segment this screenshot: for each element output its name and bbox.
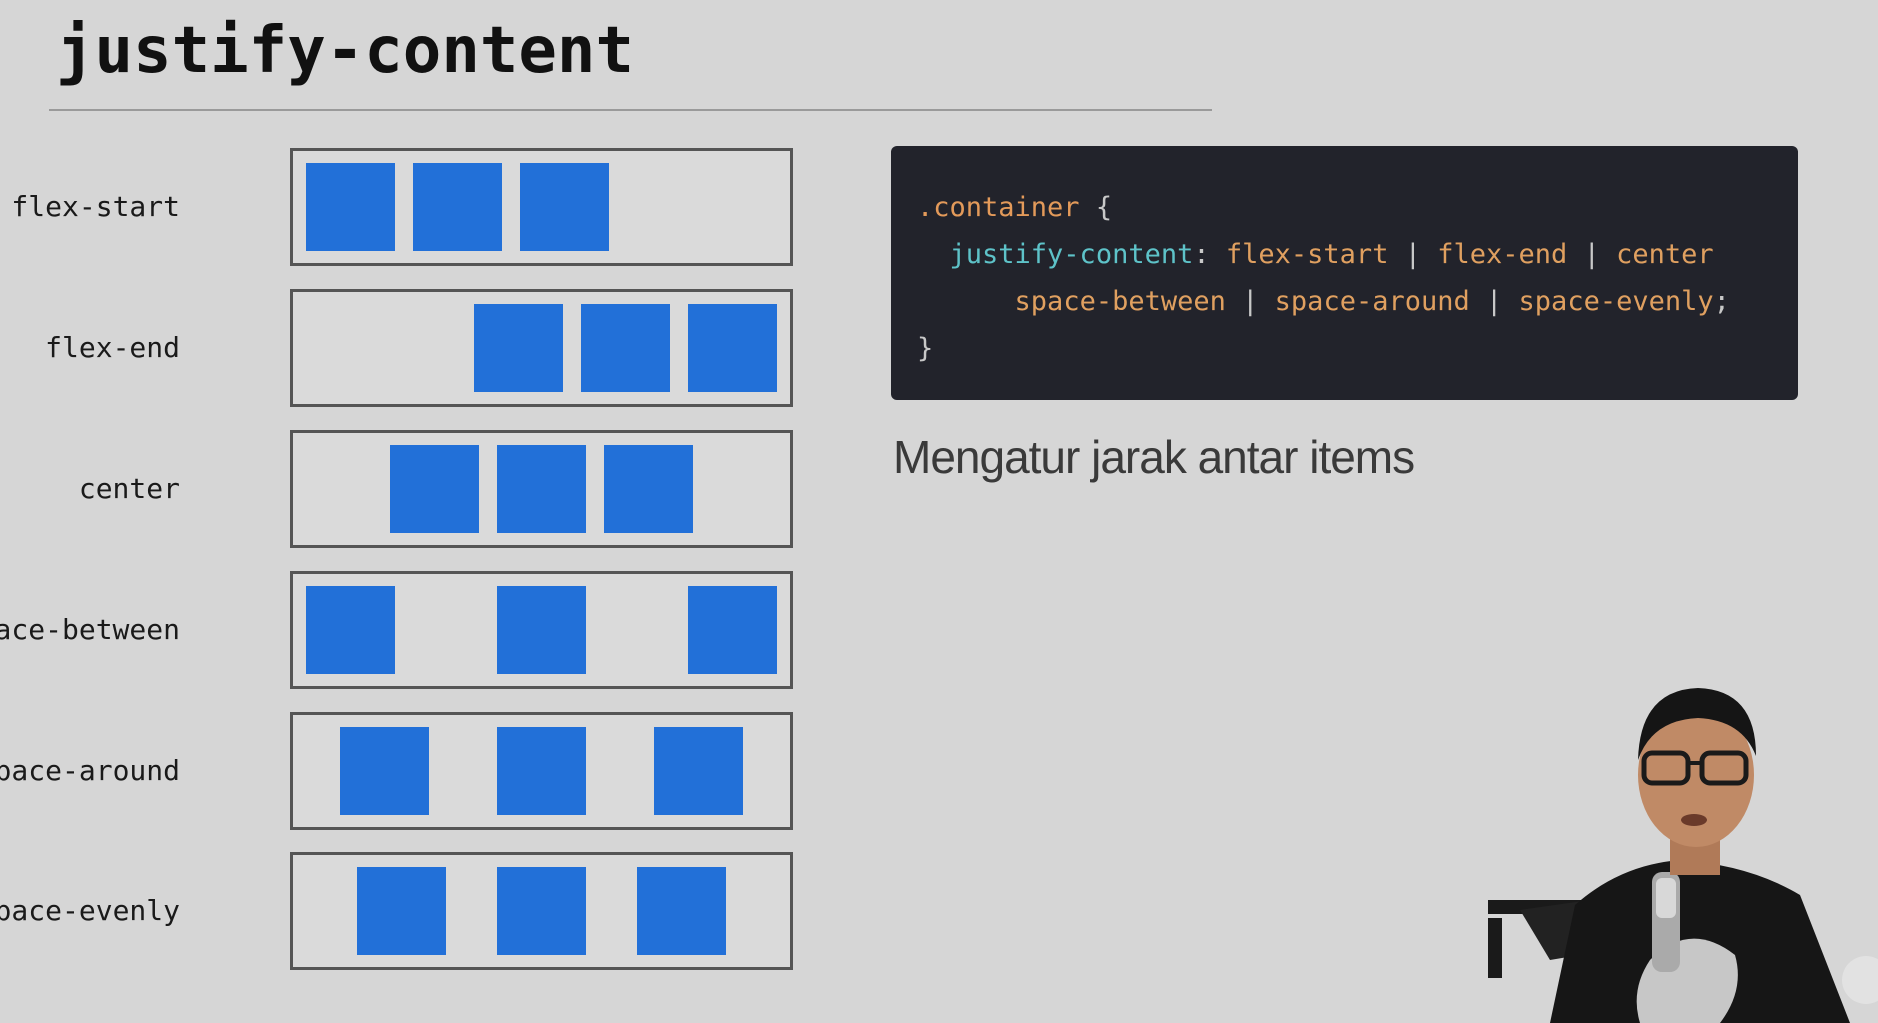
flex-item xyxy=(604,445,693,533)
channel-logo-icon xyxy=(1842,956,1878,1004)
flex-item xyxy=(581,304,670,392)
flex-item xyxy=(654,727,743,815)
row-label: space-around xyxy=(0,754,180,787)
flex-item xyxy=(688,304,777,392)
row-label: flex-start xyxy=(11,190,180,223)
code-colon: : xyxy=(1193,239,1210,270)
glasses-right xyxy=(1699,750,1749,786)
demo-row-flex-end: flex-end xyxy=(0,289,800,407)
flex-item xyxy=(497,727,586,815)
code-separator: | xyxy=(1583,239,1600,270)
code-close-brace: } xyxy=(917,333,934,364)
code-separator: | xyxy=(1242,286,1259,317)
code-semicolon: ; xyxy=(1713,286,1730,317)
code-value: space-around xyxy=(1274,286,1470,317)
flex-container-demo xyxy=(290,571,793,689)
flex-item xyxy=(497,867,586,955)
flex-item xyxy=(497,586,586,674)
code-value: space-between xyxy=(1014,286,1226,317)
presenter-video xyxy=(1488,688,1878,1023)
flex-item xyxy=(474,304,563,392)
flex-container-demo xyxy=(290,852,793,970)
flex-item xyxy=(306,163,395,251)
code-snippet: .container { justify-content: flex-start… xyxy=(891,146,1798,400)
flex-item xyxy=(520,163,609,251)
microphone-grill xyxy=(1656,878,1676,918)
code-value: center xyxy=(1616,239,1714,270)
flex-container-demo xyxy=(290,430,793,548)
code-line-2: justify-content: flex-start | flex-end |… xyxy=(917,231,1798,278)
flex-item xyxy=(306,586,395,674)
row-label: space-between xyxy=(0,613,180,646)
code-separator: | xyxy=(1404,239,1421,270)
code-line-3: space-between | space-around | space-eve… xyxy=(917,278,1798,325)
presenter-face xyxy=(1638,703,1754,847)
presenter-mouth xyxy=(1681,814,1707,826)
flex-container-demo xyxy=(290,712,793,830)
code-value: flex-start xyxy=(1225,239,1389,270)
flex-item xyxy=(497,445,586,533)
slide-title: justify-content xyxy=(56,14,634,88)
presenter-hair xyxy=(1638,688,1756,760)
slide-caption: Mengatur jarak antar items xyxy=(893,431,1415,483)
code-value: flex-end xyxy=(1437,239,1568,270)
title-divider xyxy=(49,109,1212,111)
demo-row-space-evenly: space-evenly xyxy=(0,852,800,970)
demo-row-center: center xyxy=(0,430,800,548)
demo-row-space-between: space-between xyxy=(0,571,800,689)
row-label: center xyxy=(78,472,180,505)
row-label: flex-end xyxy=(45,331,180,364)
code-property: justify-content xyxy=(949,239,1194,270)
flex-item xyxy=(637,867,726,955)
code-line-1: .container { xyxy=(917,184,1798,231)
flex-container-demo xyxy=(290,148,793,266)
code-value: space-evenly xyxy=(1518,286,1714,317)
mic-arm-base xyxy=(1488,918,1502,978)
row-label: space-evenly xyxy=(0,894,180,927)
glasses-left xyxy=(1641,750,1691,786)
flex-item xyxy=(340,727,429,815)
flex-item xyxy=(357,867,446,955)
flex-item xyxy=(688,586,777,674)
code-separator: | xyxy=(1486,286,1503,317)
code-selector: .container xyxy=(917,192,1080,223)
flex-item xyxy=(390,445,479,533)
flex-container-demo xyxy=(290,289,793,407)
code-line-4: } xyxy=(917,325,1798,372)
flex-item xyxy=(413,163,502,251)
code-open-brace: { xyxy=(1095,192,1113,223)
demo-row-space-around: space-around xyxy=(0,712,800,830)
demo-row-flex-start: flex-start xyxy=(0,148,800,266)
